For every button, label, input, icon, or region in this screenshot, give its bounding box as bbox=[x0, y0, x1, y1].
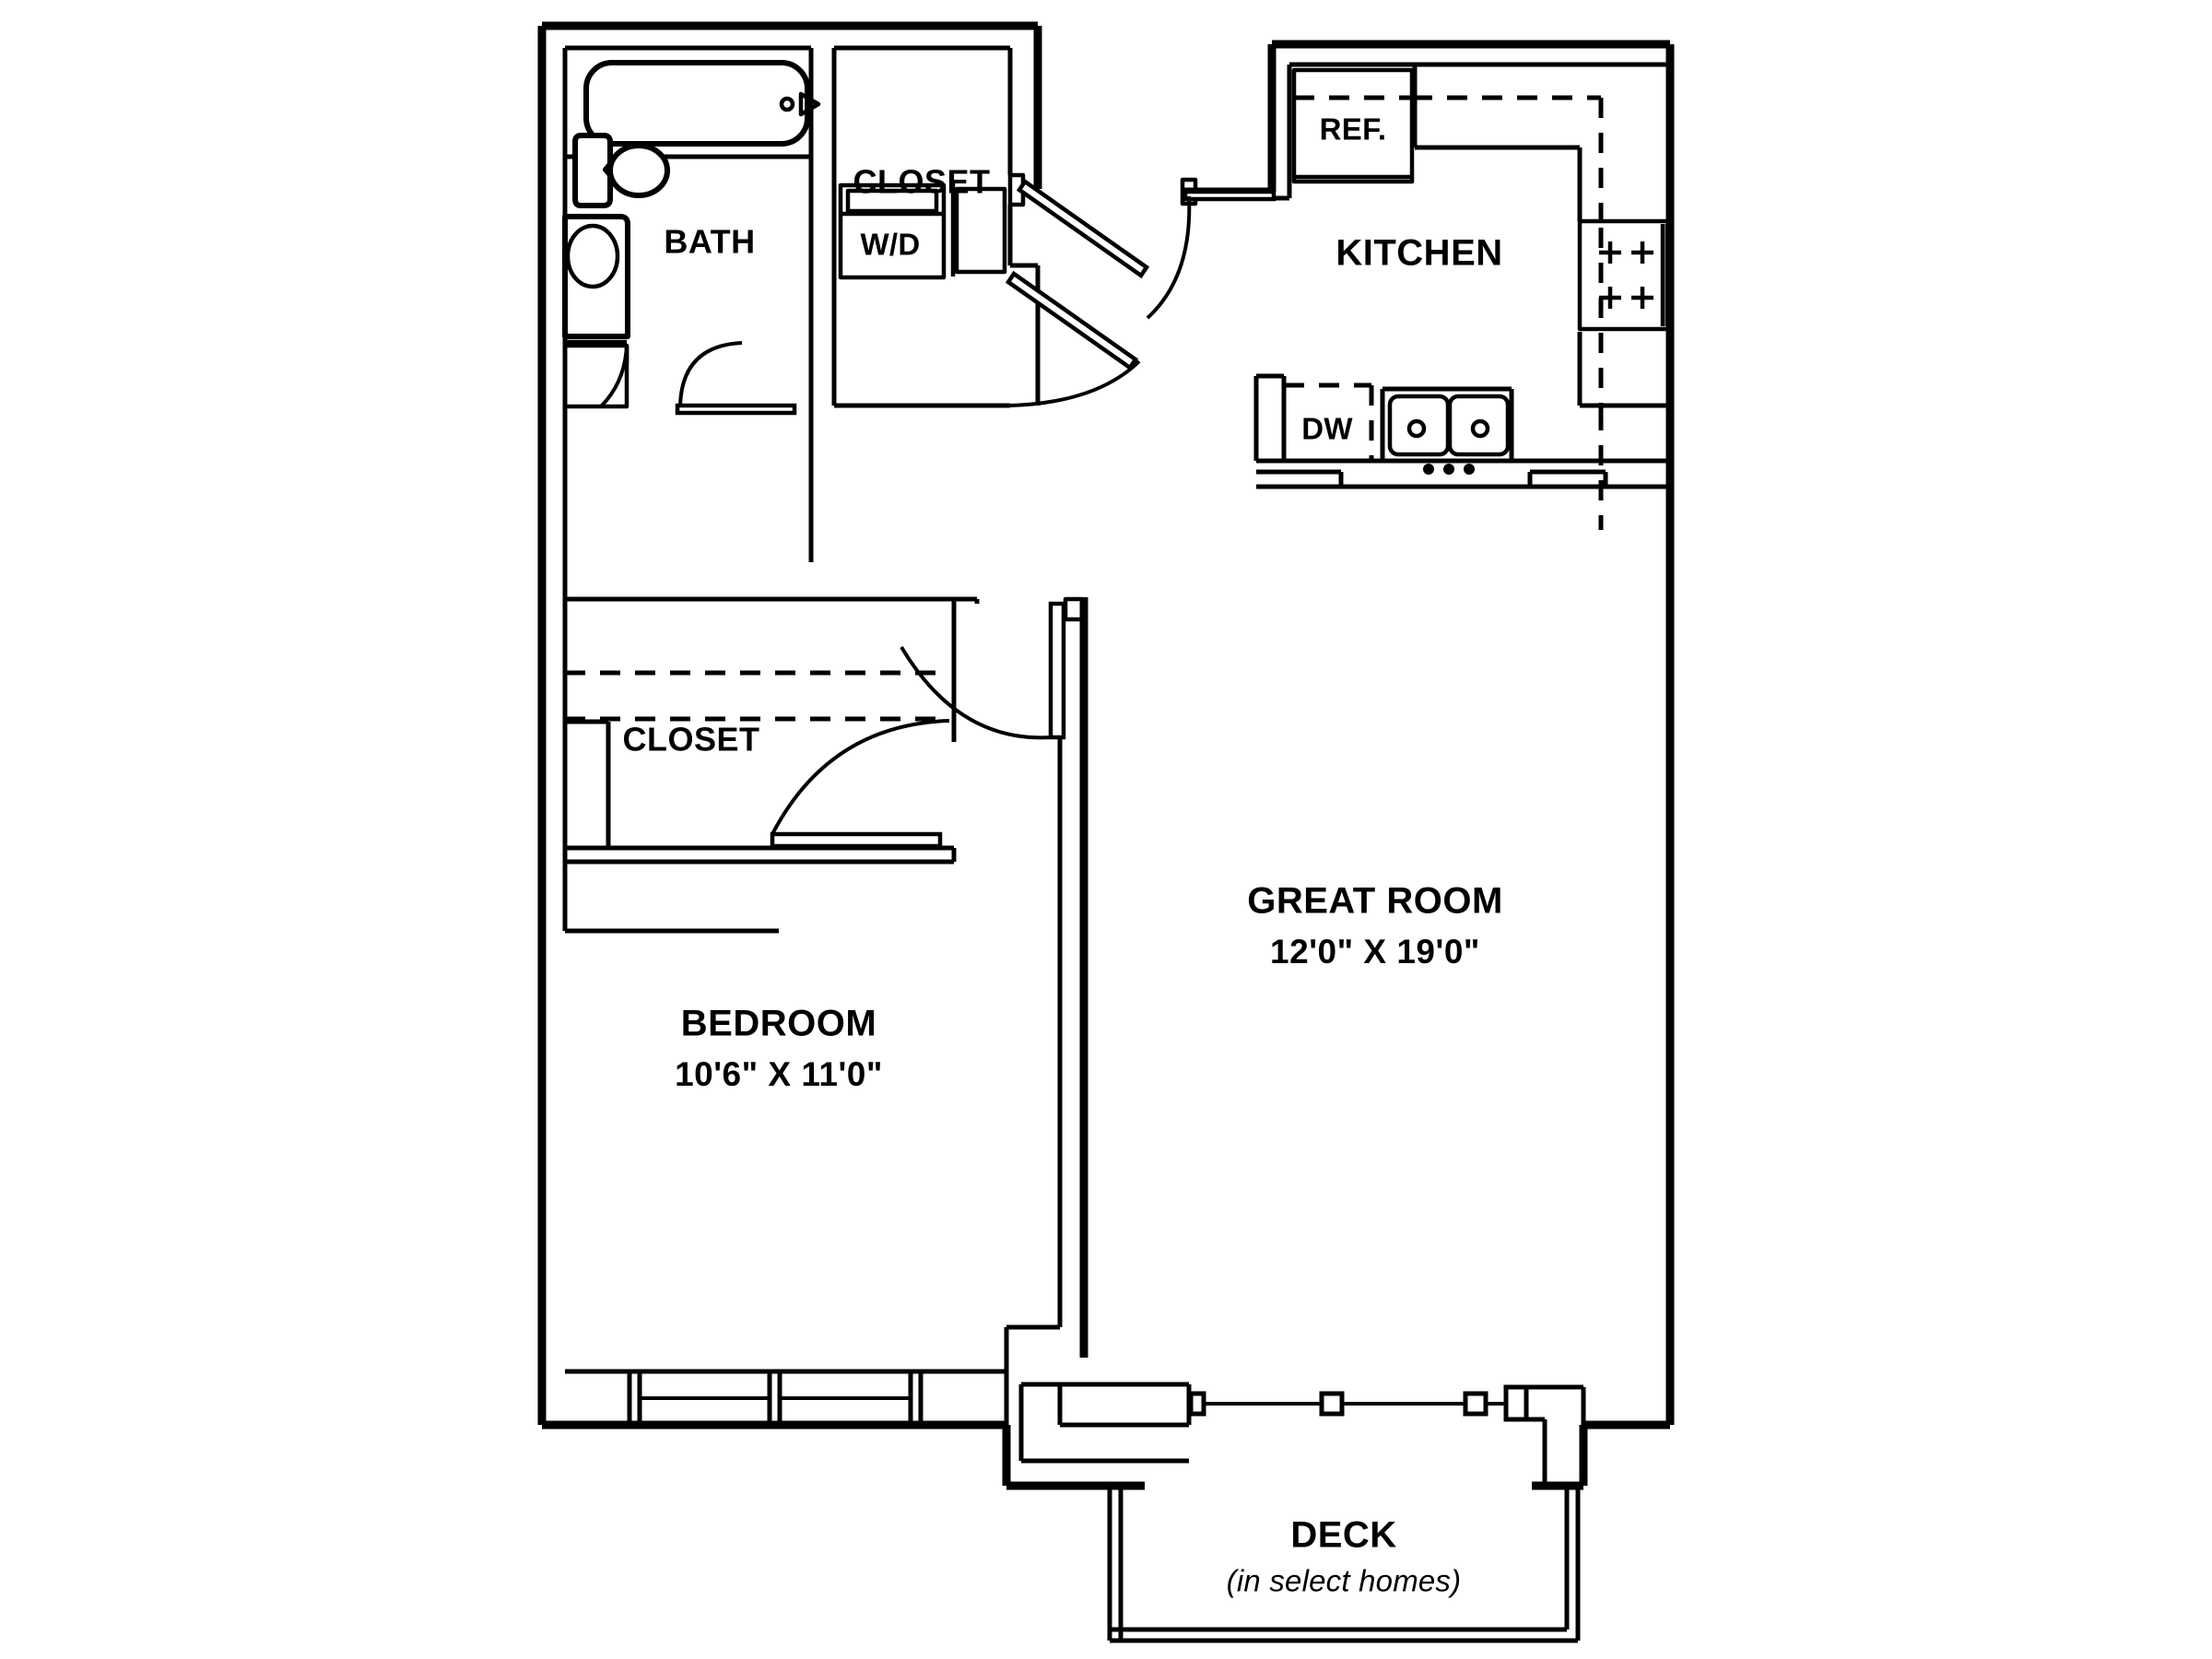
closet-bifold-door[interactable] bbox=[1005, 172, 1150, 407]
bedroom-windows bbox=[565, 1369, 1006, 1425]
refrigerator-fixture: REF. bbox=[1291, 67, 1415, 184]
entry-door[interactable] bbox=[1146, 177, 1277, 320]
closet-bedroom-label: CLOSET bbox=[622, 721, 759, 759]
sliding-glass-door[interactable] bbox=[1018, 1382, 1586, 1486]
vanity-sink-fixture bbox=[562, 214, 630, 339]
cooktop-range bbox=[1577, 218, 1671, 332]
bedroom-room: BEDROOM 10'6" X 11'0" bbox=[675, 1004, 883, 1093]
great-room-dimensions: 12'0" X 19'0" bbox=[1270, 933, 1480, 971]
bath-door[interactable] bbox=[675, 341, 797, 416]
upper-cabinets bbox=[1412, 95, 1604, 530]
bedroom-label: BEDROOM bbox=[681, 1004, 877, 1044]
kitchen-room: REF. bbox=[1146, 62, 1671, 530]
deck-label: DECK bbox=[1290, 1515, 1396, 1556]
refrigerator-label: REF. bbox=[1320, 112, 1387, 147]
bedroom-great-room-wall bbox=[1004, 597, 1088, 1425]
dishwasher-label: DW bbox=[1301, 412, 1353, 446]
bath-room: BATH bbox=[562, 45, 821, 934]
great-room-label: GREAT ROOM bbox=[1247, 881, 1503, 922]
kitchen-label: KITCHEN bbox=[1335, 233, 1502, 274]
toilet-fixture bbox=[572, 133, 670, 208]
bathtub-fixture bbox=[583, 60, 821, 147]
laundry-shelf bbox=[950, 182, 1007, 276]
closet-bath-label: CLOSET bbox=[853, 163, 990, 201]
closet-bedroom-room: CLOSET bbox=[565, 596, 980, 865]
kitchen-sink-fixture bbox=[1387, 394, 1511, 475]
washer-dryer-unit: W/D bbox=[838, 182, 947, 280]
closet-bath-room: CLOSET W/D bbox=[831, 45, 1150, 408]
great-room: GREAT ROOM 12'0" X 19'0" bbox=[1247, 881, 1503, 971]
bedroom-door[interactable] bbox=[900, 596, 1085, 740]
deck-note: (in select homes) bbox=[1227, 1564, 1462, 1598]
closet-shelf bbox=[565, 670, 949, 722]
deck-area: DECK (in select homes) bbox=[1107, 1486, 1581, 1643]
closet-bedroom-door[interactable] bbox=[770, 719, 950, 849]
bedroom-dimensions: 10'6" X 11'0" bbox=[675, 1055, 883, 1093]
bath-label: BATH bbox=[664, 223, 755, 261]
dishwasher-fixture: DW bbox=[1281, 382, 1374, 459]
washer-dryer-label: W/D bbox=[860, 228, 920, 262]
linen-cabinet bbox=[562, 339, 629, 409]
